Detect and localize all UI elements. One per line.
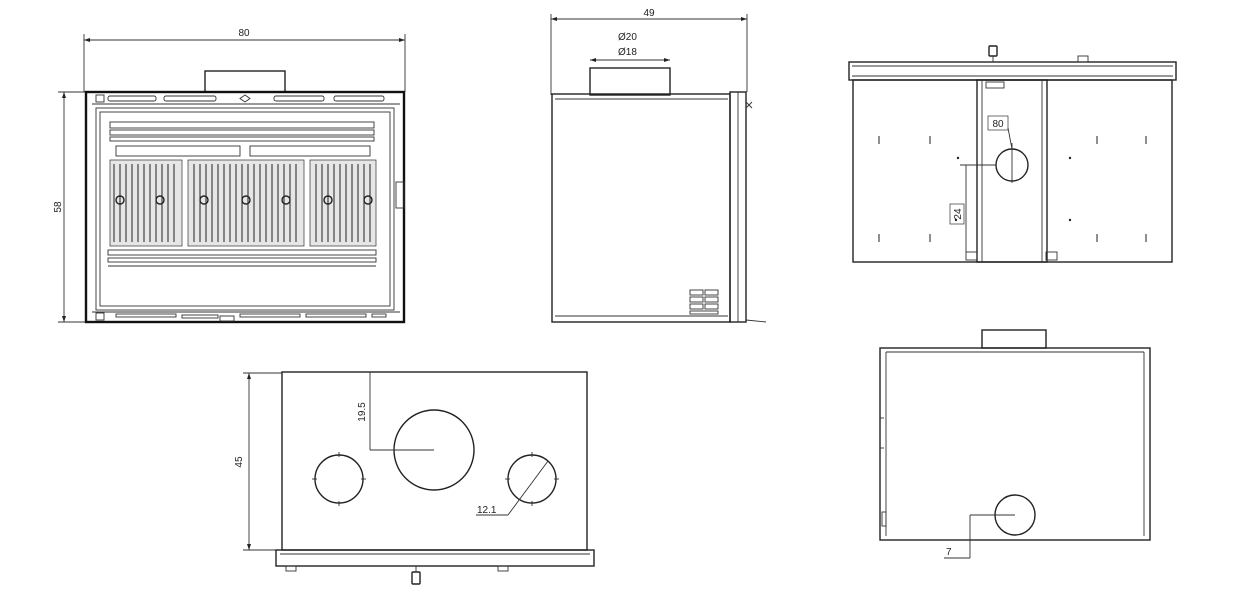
top-center-channel <box>976 79 1048 263</box>
top-flue-size-label: 80 <box>992 119 1004 130</box>
bottom-handle <box>411 566 421 585</box>
rear-view: 7 <box>879 329 1151 559</box>
side-view: 49 Ø20 Ø18 <box>550 8 767 323</box>
bottom-height-dimension: 45 <box>234 372 282 551</box>
rear-flue-collar <box>981 329 1047 349</box>
front-side-handle <box>395 181 405 209</box>
front-width-dimension: 80 <box>83 28 406 92</box>
side-flue-collar <box>589 67 671 96</box>
rear-body <box>879 347 1151 541</box>
top-view: 80 24 <box>848 45 1177 263</box>
bottom-height-label: 45 <box>234 456 245 468</box>
bottom-vent-left <box>314 454 364 504</box>
top-front-panel <box>848 61 1177 81</box>
side-flue-outer-label: Ø20 <box>618 32 637 43</box>
top-flue-size-dimension: 80 <box>987 115 1013 150</box>
top-fixing-marks <box>878 136 1147 242</box>
top-body <box>852 79 1173 263</box>
bottom-vent-right <box>507 454 557 504</box>
front-glass-frame <box>95 107 395 311</box>
front-flue-collar <box>204 70 286 93</box>
rear-offset-dimension: 7 <box>944 515 971 559</box>
front-height-label: 58 <box>53 201 64 213</box>
side-control-panel <box>689 289 719 315</box>
side-body <box>551 93 731 323</box>
bottom-vent-diameter-label: 12.1 <box>477 505 497 516</box>
side-flue-inner-label: Ø18 <box>618 47 637 58</box>
bottom-front-panel <box>275 549 595 567</box>
front-view: 80 58 <box>53 28 406 324</box>
side-depth-label: 49 <box>643 8 655 19</box>
bottom-offset-label: 19.5 <box>357 402 368 422</box>
bottom-view: 45 19.5 12.1 <box>234 371 595 585</box>
bottom-offset-dimension: 19.5 <box>357 372 371 450</box>
side-depth-dimension: 49 <box>550 8 748 95</box>
front-grill <box>109 159 377 247</box>
top-offset-dimension: 24 <box>949 164 996 252</box>
bottom-vent-diameter-dimension: 12.1 <box>476 460 549 516</box>
front-width-label: 80 <box>238 28 250 39</box>
top-offset-label: 24 <box>953 208 964 220</box>
top-handle <box>988 45 998 62</box>
rear-offset-label: 7 <box>946 547 952 558</box>
bottom-body <box>281 371 588 551</box>
